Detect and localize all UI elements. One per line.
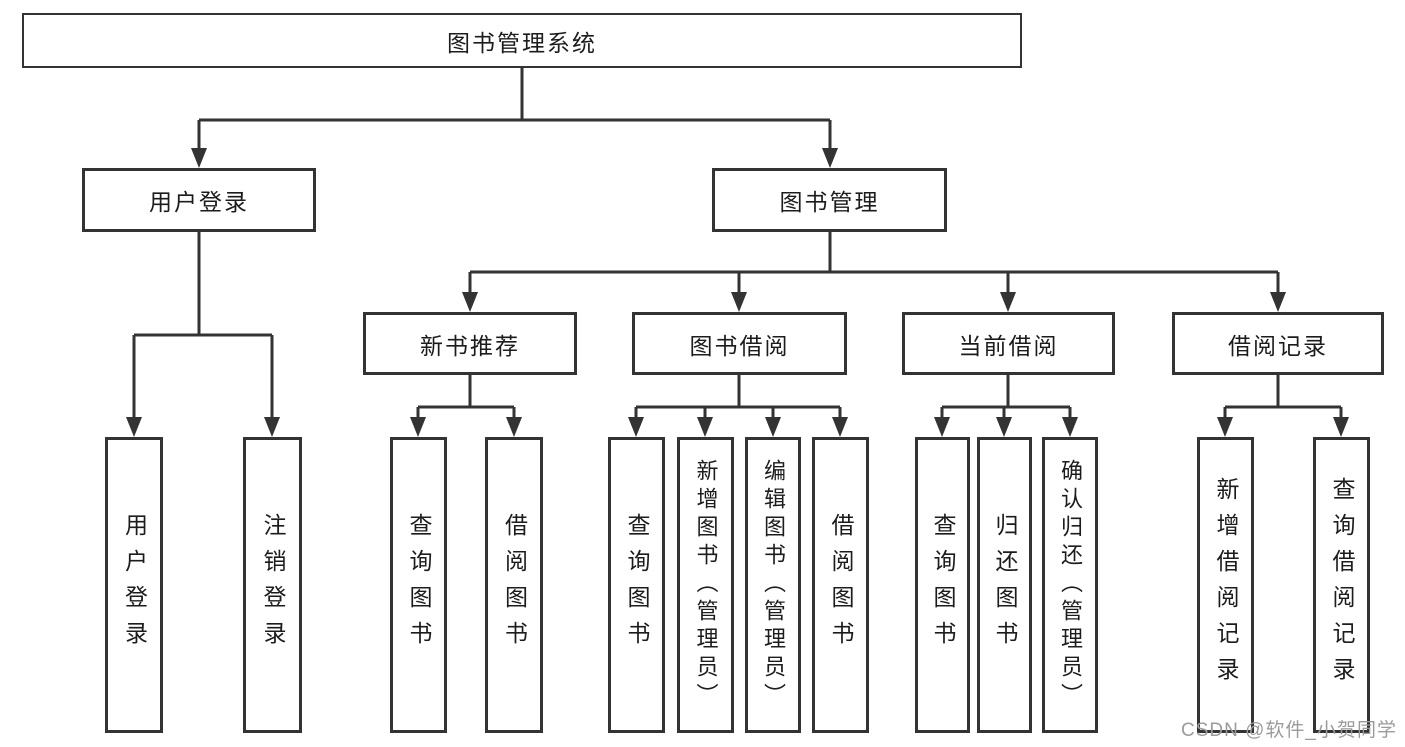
node-book-borrow-label: 图书借阅 <box>689 332 790 359</box>
leaf-records-add-record: 新增借阅记录 <box>1197 437 1254 733</box>
leaf-current-return-books: 归还图书 <box>977 437 1032 733</box>
leaf-records-add-record-label: 新增借阅记录 <box>1213 477 1239 693</box>
leaf-user-login: 用户登录 <box>105 437 163 733</box>
leaf-logout-label: 注销登录 <box>260 513 286 657</box>
leaf-logout: 注销登录 <box>243 437 302 733</box>
leaf-user-login-label: 用户登录 <box>121 513 148 657</box>
node-user-login-label: 用户登录 <box>149 189 249 215</box>
node-borrow-records: 借阅记录 <box>1172 312 1384 375</box>
leaf-records-query-record: 查询借阅记录 <box>1313 437 1370 733</box>
leaf-borrow-edit-books-admin: 编辑图书（管理员） <box>745 437 801 733</box>
node-new-book-recommend-label: 新书推荐 <box>420 332 520 359</box>
leaf-current-query-books-label: 查询图书 <box>930 513 956 657</box>
node-book-borrow: 图书借阅 <box>632 312 847 375</box>
leaf-borrow-add-books-admin: 新增图书（管理员） <box>677 437 734 733</box>
leaf-current-confirm-return-admin-label: 确认归还（管理员） <box>1058 459 1083 711</box>
leaf-borrow-borrow-books: 借阅图书 <box>812 437 869 733</box>
node-new-book-recommend: 新书推荐 <box>363 312 577 375</box>
node-borrow-records-label: 借阅记录 <box>1228 332 1328 359</box>
leaf-borrow-query-books: 查询图书 <box>608 437 665 733</box>
leaf-records-query-record-label: 查询借阅记录 <box>1329 477 1355 693</box>
node-library-system: 图书管理系统 <box>22 13 1022 68</box>
leaf-borrow-add-books-admin-label: 新增图书（管理员） <box>693 459 719 711</box>
leaf-borrow-borrow-books-label: 借阅图书 <box>828 513 854 657</box>
leaf-borrow-query-books-label: 查询图书 <box>624 513 650 657</box>
leaf-recommend-query-books: 查询图书 <box>390 437 447 733</box>
leaf-recommend-borrow-books: 借阅图书 <box>485 437 543 733</box>
node-user-login: 用户登录 <box>82 168 316 232</box>
leaf-current-query-books: 查询图书 <box>915 437 970 733</box>
node-current-borrow: 当前借阅 <box>902 312 1115 375</box>
node-library-system-label: 图书管理系统 <box>447 29 597 56</box>
watermark: CSDN @软件_小贺同学 <box>1181 720 1397 741</box>
leaf-current-confirm-return-admin: 确认归还（管理员） <box>1042 437 1098 733</box>
node-current-borrow-label: 当前借阅 <box>958 332 1059 359</box>
node-book-management-label: 图书管理 <box>779 189 880 215</box>
leaf-borrow-edit-books-admin-label: 编辑图书（管理员） <box>761 459 786 711</box>
node-book-management: 图书管理 <box>712 168 947 232</box>
leaf-recommend-borrow-books-label: 借阅图书 <box>501 513 528 657</box>
leaf-recommend-query-books-label: 查询图书 <box>406 513 432 657</box>
leaf-current-return-books-label: 归还图书 <box>992 513 1018 657</box>
